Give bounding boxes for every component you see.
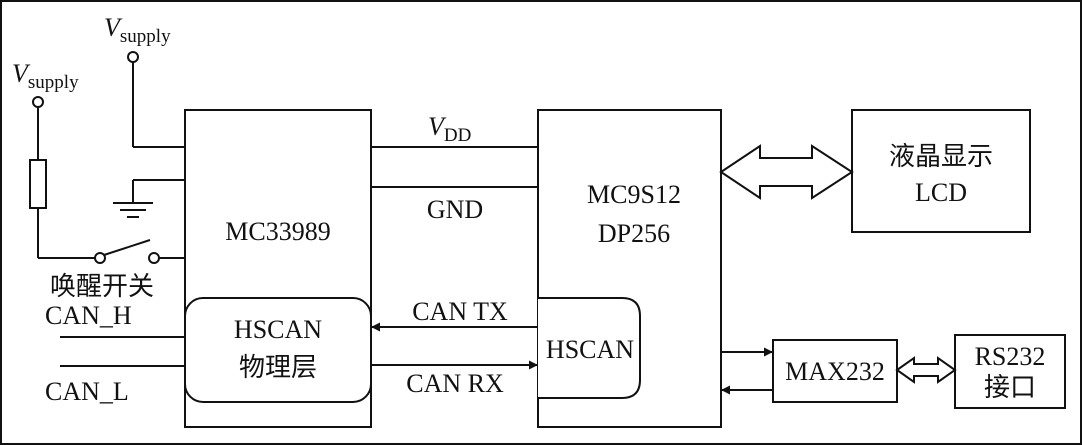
hscan-phy-block: [184, 297, 372, 403]
wake-switch-symbol: [94, 239, 160, 264]
supply-label-top: Vsupply: [104, 13, 171, 47]
hscan-ctrl-block: [538, 297, 641, 399]
hscan-phy-line2: 物理层: [239, 353, 317, 382]
lcd-block: [851, 109, 1031, 233]
ground-symbol: [113, 202, 153, 218]
rs232-double-arrow: [895, 356, 957, 384]
supply-terminal-left: [32, 96, 44, 108]
rs232-line2: 接口: [984, 373, 1036, 402]
lcd-bus-double-arrow: [719, 144, 854, 200]
can-rx-label: CAN RX: [406, 369, 504, 398]
pull-up-resistor: [29, 159, 47, 209]
can-h-label: CAN_H: [45, 301, 132, 330]
max232-label: MAX232: [785, 357, 885, 386]
gnd-label: GND: [427, 195, 483, 224]
vdd-label: VDD: [428, 112, 471, 146]
supply-label-left: Vsupply: [12, 59, 79, 93]
mc9s12-line1: MC9S12: [587, 180, 681, 209]
lcd-line1: 液晶显示: [889, 142, 993, 171]
rs232-line1: RS232: [975, 342, 1046, 371]
wake-switch-label: 唤醒开关: [50, 272, 154, 301]
can-tx-label: CAN TX: [412, 297, 508, 326]
mc9s12-block: [537, 109, 722, 428]
rs232-block: [954, 334, 1066, 409]
mc9s12-line2: DP256: [598, 219, 670, 248]
hscan-ctrl-label: HSCAN: [546, 335, 634, 364]
can-l-label: CAN_L: [45, 377, 129, 406]
mc33989-block: [184, 109, 372, 428]
mc33989-label: MC33989: [225, 217, 330, 246]
hscan-phy-line1: HSCAN: [234, 315, 322, 344]
supply-terminal-top: [127, 51, 139, 63]
lcd-line2: LCD: [915, 178, 967, 207]
